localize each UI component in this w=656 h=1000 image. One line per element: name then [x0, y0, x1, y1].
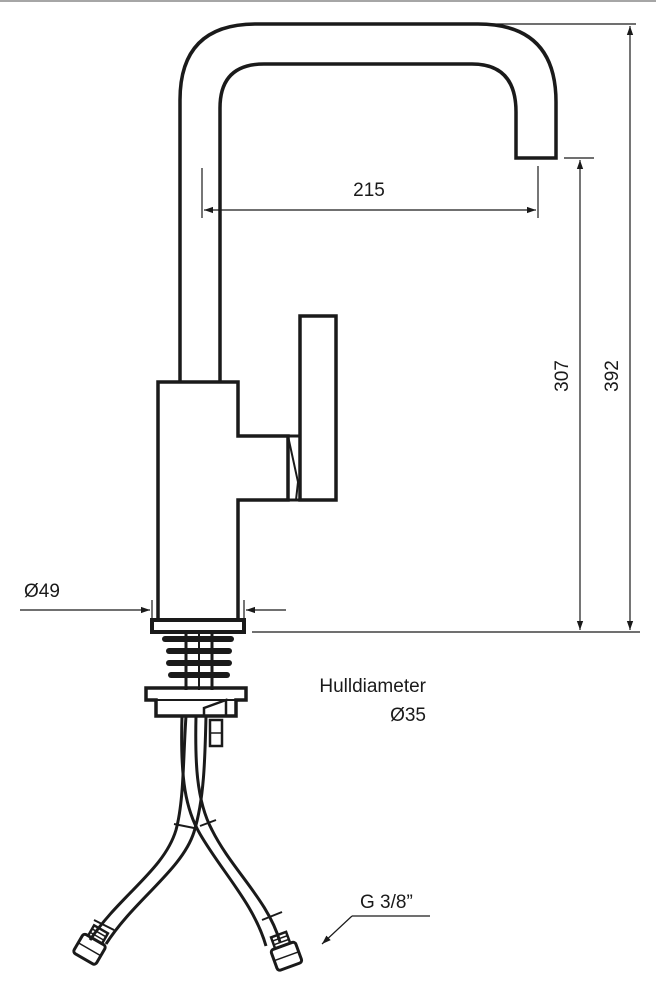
washer-stack [162, 636, 234, 678]
connection-thread-label: G 3/8” [360, 892, 413, 913]
lever-handle [298, 314, 338, 502]
flex-hose-left [88, 715, 208, 945]
spout-tube [178, 22, 558, 382]
dimension-spout-height: 307 [552, 157, 594, 630]
dimension-base-diameter-label: Ø49 [24, 581, 60, 602]
base-plate [150, 618, 246, 634]
dimension-spout-reach: 215 [201, 166, 539, 218]
lever-hub-bevel [287, 435, 300, 501]
bracket-wing-nut [202, 698, 228, 718]
dimension-total-height-label: 392 [602, 360, 623, 392]
lever-hub [286, 434, 302, 502]
faucet-body [156, 380, 290, 622]
mounting-bracket [144, 686, 248, 718]
hole-diameter-label: Hulldiameter [319, 676, 426, 697]
hole-diameter-value: Ø35 [390, 705, 426, 726]
dimension-total-height: 392 [252, 23, 640, 633]
connection-thread-callout: G 3/8” [321, 892, 430, 945]
flex-hose-right [180, 715, 283, 947]
dimension-base-diameter: Ø49 [20, 581, 286, 620]
dimension-spout-height-label: 307 [552, 360, 573, 392]
hose-fitting-left [72, 923, 110, 966]
dimension-spout-reach-label: 215 [353, 180, 385, 201]
hose-fitting-right [269, 930, 304, 972]
